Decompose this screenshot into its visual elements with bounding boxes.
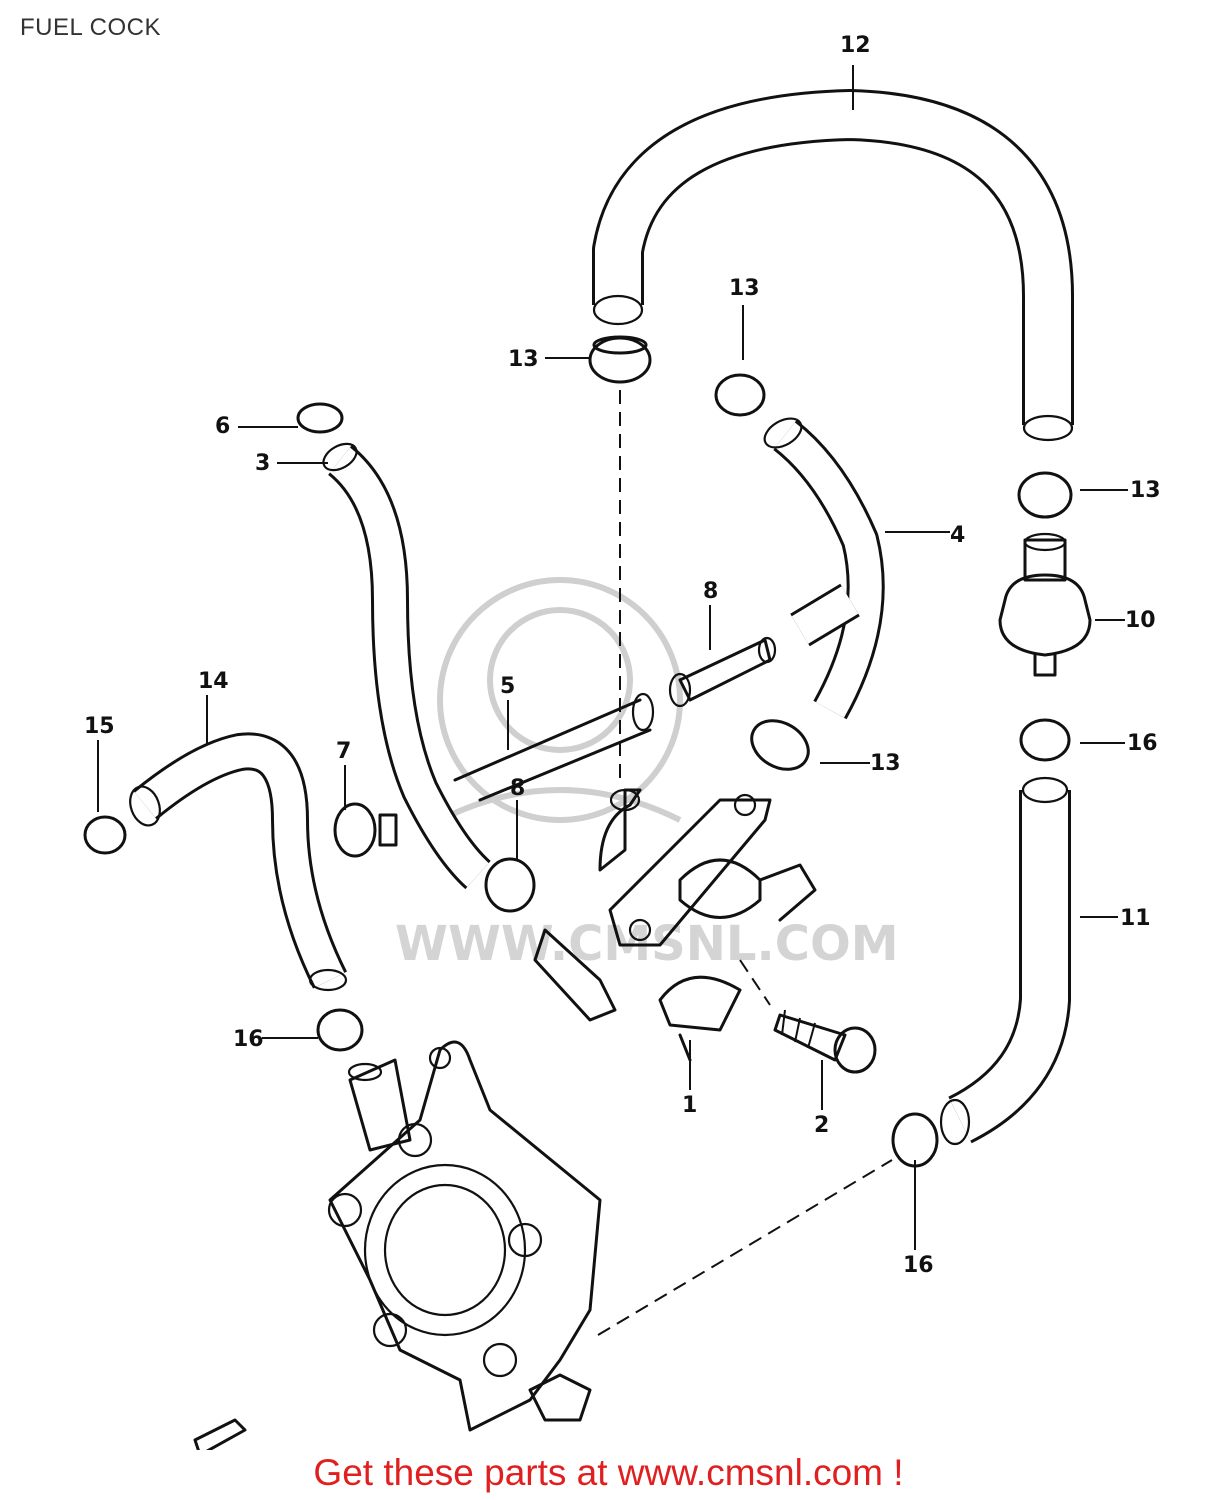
label-8-a: 8 [703, 579, 718, 604]
label-12: 12 [840, 33, 871, 58]
fuel-cock-1 [533, 788, 817, 1062]
label-1: 1 [682, 1093, 697, 1118]
hose-12 [592, 89, 1075, 442]
part-labels: 12 13 13 13 13 6 3 4 8 10 5 14 15 7 8 16… [84, 33, 1161, 1278]
assembly-lines [597, 390, 893, 1336]
parts-link-banner[interactable]: Get these parts at www.cmsnl.com ! [313, 1452, 904, 1493]
label-11: 11 [1120, 906, 1151, 931]
label-15: 15 [84, 714, 115, 739]
label-5: 5 [500, 674, 515, 699]
label-3: 3 [255, 451, 270, 476]
label-10: 10 [1125, 608, 1156, 633]
label-13-c: 13 [1130, 478, 1161, 503]
label-7: 7 [336, 739, 351, 764]
watermark-logo: WWW.CMSNL.COM [395, 577, 899, 972]
hose-3 [322, 442, 492, 890]
label-16-a: 16 [1127, 731, 1158, 756]
hose-11 [939, 776, 1071, 1146]
clamps [83, 335, 1073, 1168]
screw-2 [773, 1009, 877, 1074]
page-title: FUEL COCK [20, 14, 161, 41]
label-14: 14 [198, 669, 229, 694]
hose-14 [129, 732, 348, 992]
label-2: 2 [814, 1113, 829, 1138]
label-13-a: 13 [508, 347, 539, 372]
fuel-filter-10 [998, 532, 1092, 677]
label-16-c: 16 [903, 1253, 934, 1278]
label-13-b: 13 [729, 276, 760, 301]
pipe-5 [453, 692, 655, 802]
leader-lines [97, 65, 1128, 1250]
fuel-pump-body [193, 1040, 602, 1450]
fuel-cock-exploded-diagram: WWW.CMSNL.COM [83, 33, 1161, 1450]
label-13-d: 13 [870, 751, 901, 776]
label-4: 4 [950, 523, 965, 548]
hose-4 [763, 417, 885, 720]
label-16-b: 16 [233, 1027, 264, 1052]
label-8-b: 8 [510, 776, 525, 801]
joint-8 [668, 636, 777, 708]
label-6: 6 [215, 414, 230, 439]
